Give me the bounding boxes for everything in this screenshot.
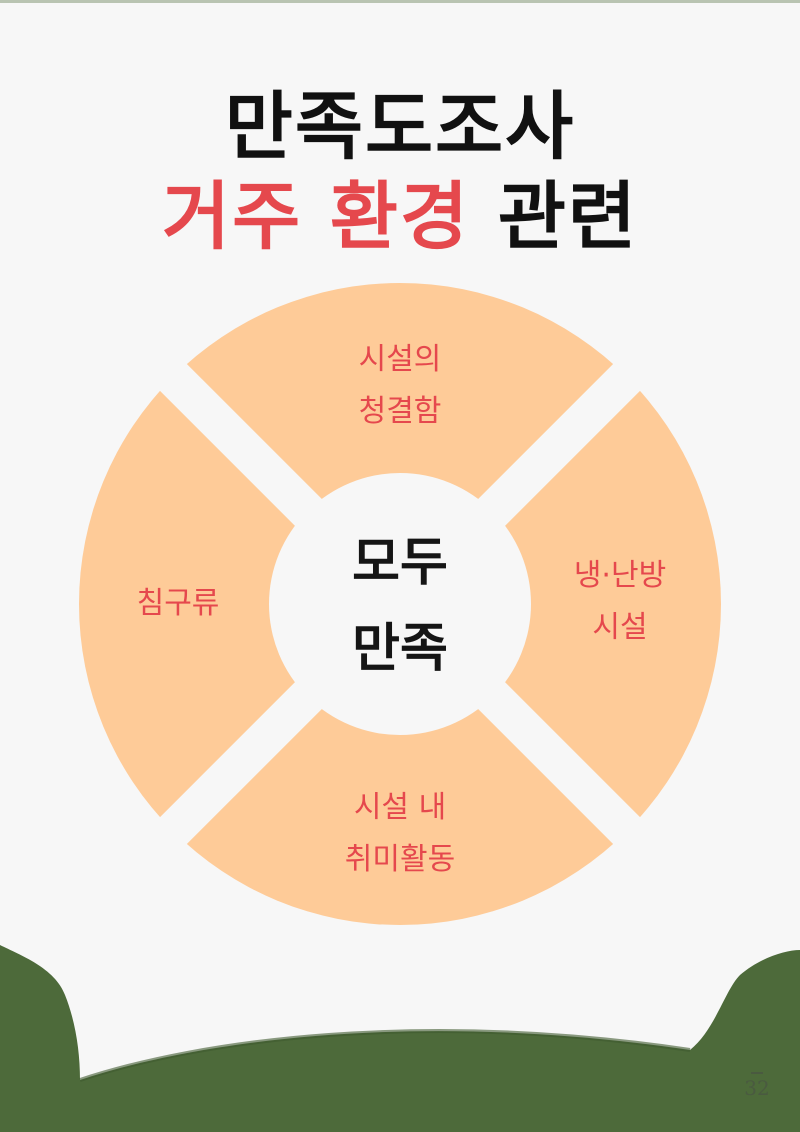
footer-shadow	[79, 1029, 691, 1082]
segment-bottom	[50, 604, 750, 954]
segment-bottom-label: 시설 내 취미활동	[280, 782, 520, 886]
segment-bottom-line2: 취미활동	[344, 842, 456, 877]
center-line1: 모두	[352, 533, 448, 593]
segment-top-line2: 청결함	[358, 394, 442, 429]
segment-right-line1: 냉·난방	[573, 558, 667, 593]
top-rule	[0, 0, 800, 3]
subtitle-rest: 관련	[497, 174, 639, 260]
segment-right-label: 냉·난방 시설	[500, 550, 740, 654]
page-number-bar	[751, 1072, 763, 1074]
footer-band	[0, 945, 800, 1132]
segment-left	[50, 254, 400, 954]
segment-left-label: 침구류	[58, 578, 298, 630]
segment-top-line1: 시설의	[358, 342, 442, 377]
page-title: 만족도조사	[224, 84, 576, 170]
page-number: 32	[740, 1072, 774, 1100]
segment-left-line1: 침구류	[136, 586, 220, 621]
center-line2: 만족	[352, 619, 448, 679]
segment-top-label: 시설의 청결함	[280, 334, 520, 438]
segment-bottom-line1: 시설 내	[353, 790, 447, 825]
wheel-center-label: 모두 만족	[300, 520, 500, 692]
segment-right	[400, 254, 750, 954]
segment-right-line2: 시설	[592, 610, 648, 645]
page-subtitle: 거주 환경 관련	[0, 172, 800, 262]
segment-top	[50, 254, 750, 604]
page-number-text: 32	[744, 1076, 770, 1100]
subtitle-highlight: 거주 환경	[161, 174, 471, 260]
